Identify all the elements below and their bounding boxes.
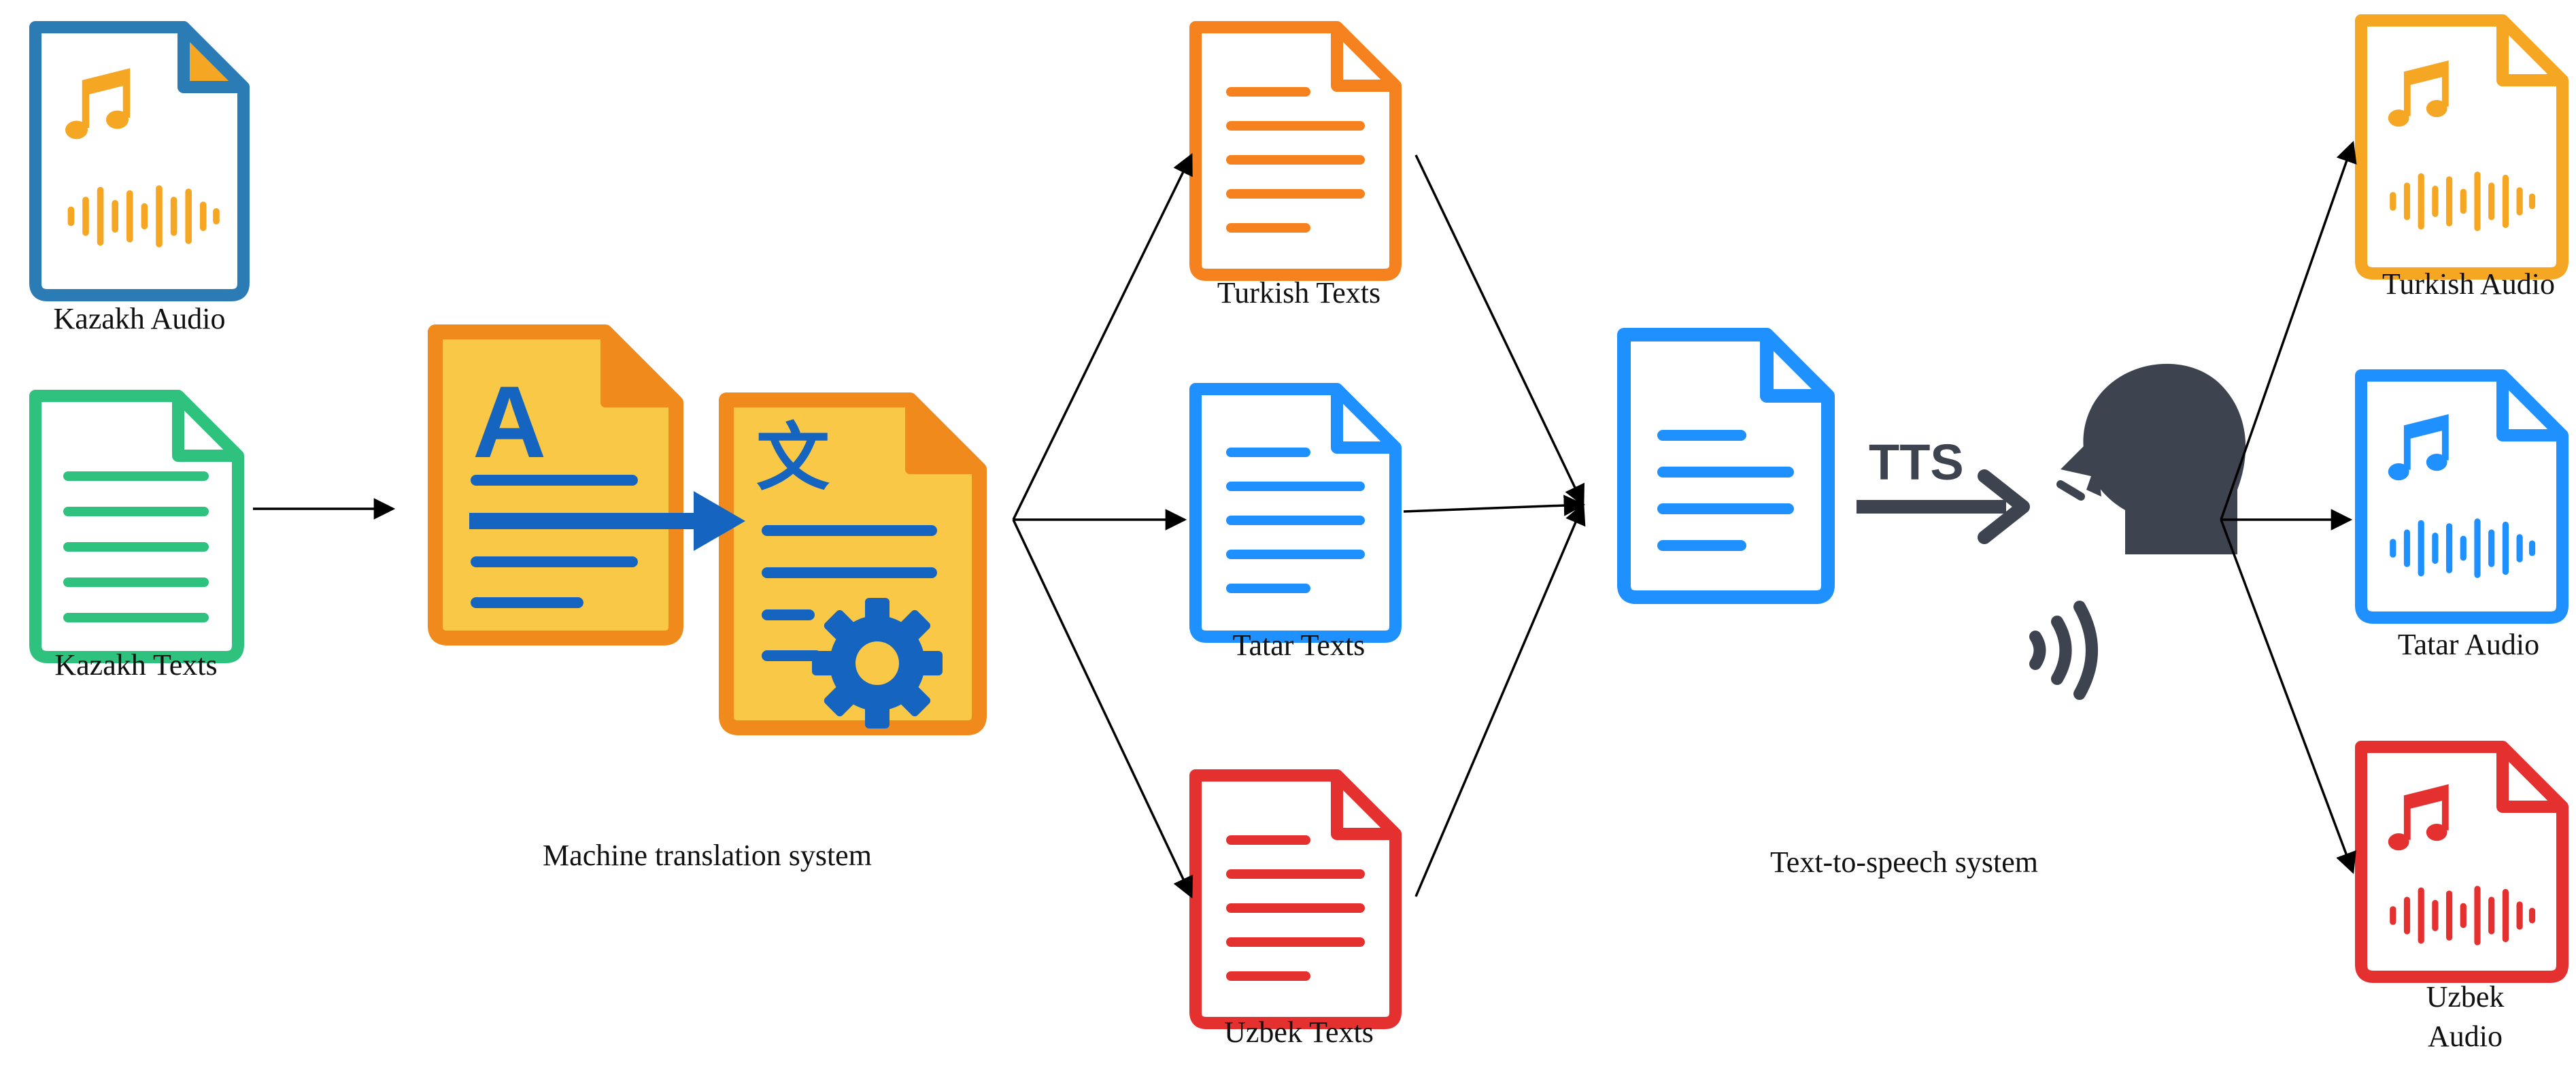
turkish-texts-icon [1189, 21, 1402, 281]
uzbek-audio-label-line2: Audio [2428, 1020, 2503, 1053]
tts-document-icon [1617, 328, 1835, 604]
gear-icon [812, 598, 943, 728]
arrow-mt-to-turkish [1012, 153, 1193, 520]
kazakh-texts-icon [29, 390, 244, 663]
sound-waves-icon [2029, 601, 2098, 700]
connector-arrows [253, 141, 2357, 899]
tatar-texts-label: Tatar Texts [1233, 629, 1366, 662]
arrow-tatar-to-tts [1403, 495, 1586, 516]
turkish-texts-label: Turkish Texts [1217, 276, 1380, 309]
arrow-mt-to-uzbek [1012, 519, 1193, 899]
speaking-head-icon [2056, 363, 2246, 554]
uzbek-texts-icon [1189, 769, 1402, 1029]
arrow-uzbek-to-tts [1414, 503, 1586, 897]
arrow-turkish-to-tts [1414, 154, 1584, 507]
machine-translation-icon: A 文 [428, 324, 987, 735]
kazakh-texts-label: Kazakh Texts [54, 648, 217, 682]
translate-glyph: 文 [756, 416, 830, 501]
arrow-tts-to-turkish-audio [2220, 141, 2357, 520]
kazakh-audio-icon [29, 21, 250, 301]
uzbek-audio-label-line1: Uzbek [2426, 980, 2505, 1014]
tatar-audio-label: Tatar Audio [2398, 628, 2539, 661]
machine-translation-label: Machine translation system [543, 839, 872, 872]
tts-system-label: Text-to-speech system [1770, 845, 2038, 879]
turkish-audio-icon [2355, 14, 2569, 280]
uzbek-texts-label: Uzbek Texts [1224, 1016, 1374, 1049]
translate-arrow [469, 491, 745, 551]
turkish-audio-label: Turkish Audio [2382, 267, 2555, 301]
kazakh-audio-label: Kazakh Audio [54, 302, 226, 335]
uzbek-audio-icon [2355, 741, 2569, 983]
tts-label: TTS [1869, 434, 1964, 490]
arrow-tts-to-uzbek-audio [2220, 519, 2356, 874]
tatar-audio-icon [2355, 369, 2569, 624]
letter-a-glyph: A [473, 365, 546, 479]
tatar-texts-icon [1189, 383, 1402, 643]
tts-arrow [1857, 469, 2030, 544]
